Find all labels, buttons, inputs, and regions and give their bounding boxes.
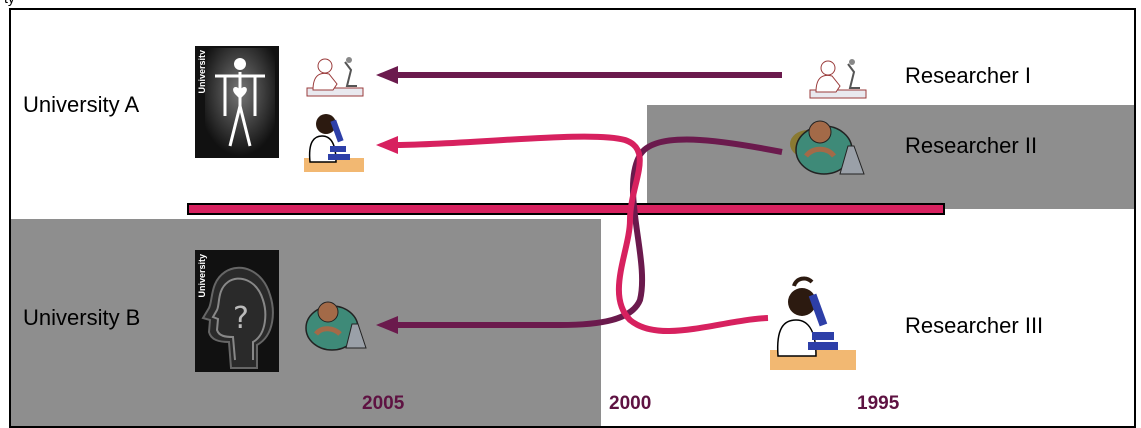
university-a-label: University A bbox=[23, 92, 140, 117]
scientist-microscope-icon bbox=[770, 276, 856, 370]
researcher-iii-label: Researcher III bbox=[905, 313, 1044, 338]
scientist-microscope-icon bbox=[304, 114, 364, 172]
top-caption-fragment: ty bbox=[0, 0, 60, 8]
researcher-ii-region bbox=[647, 105, 1134, 209]
body-logo-icon bbox=[205, 48, 275, 156]
head-question-logo-icon: ? bbox=[201, 266, 274, 369]
arrow-researcher-iii bbox=[391, 133, 769, 335]
arrow-researcher-ii bbox=[392, 136, 783, 328]
scientist-flask-icon bbox=[790, 120, 865, 175]
year-label-1995: 1995 bbox=[857, 393, 900, 414]
university-a-logo: University bbox=[195, 46, 279, 158]
researcher-ii-label: Researcher II bbox=[905, 133, 1038, 158]
university-b-label: University B bbox=[23, 305, 141, 330]
scientist-microscope-icon bbox=[306, 57, 364, 97]
year-label-2005: 2005 bbox=[362, 393, 405, 414]
scientist-microscope-icon bbox=[809, 59, 867, 99]
researcher-i-label: Researcher I bbox=[905, 63, 1031, 88]
university-b-logo: University ? bbox=[195, 250, 279, 372]
timeline-bar bbox=[187, 203, 945, 215]
svg-text:?: ? bbox=[233, 301, 249, 336]
scientist-flask-icon bbox=[305, 301, 367, 351]
year-label-2000: 2000 bbox=[609, 393, 652, 414]
